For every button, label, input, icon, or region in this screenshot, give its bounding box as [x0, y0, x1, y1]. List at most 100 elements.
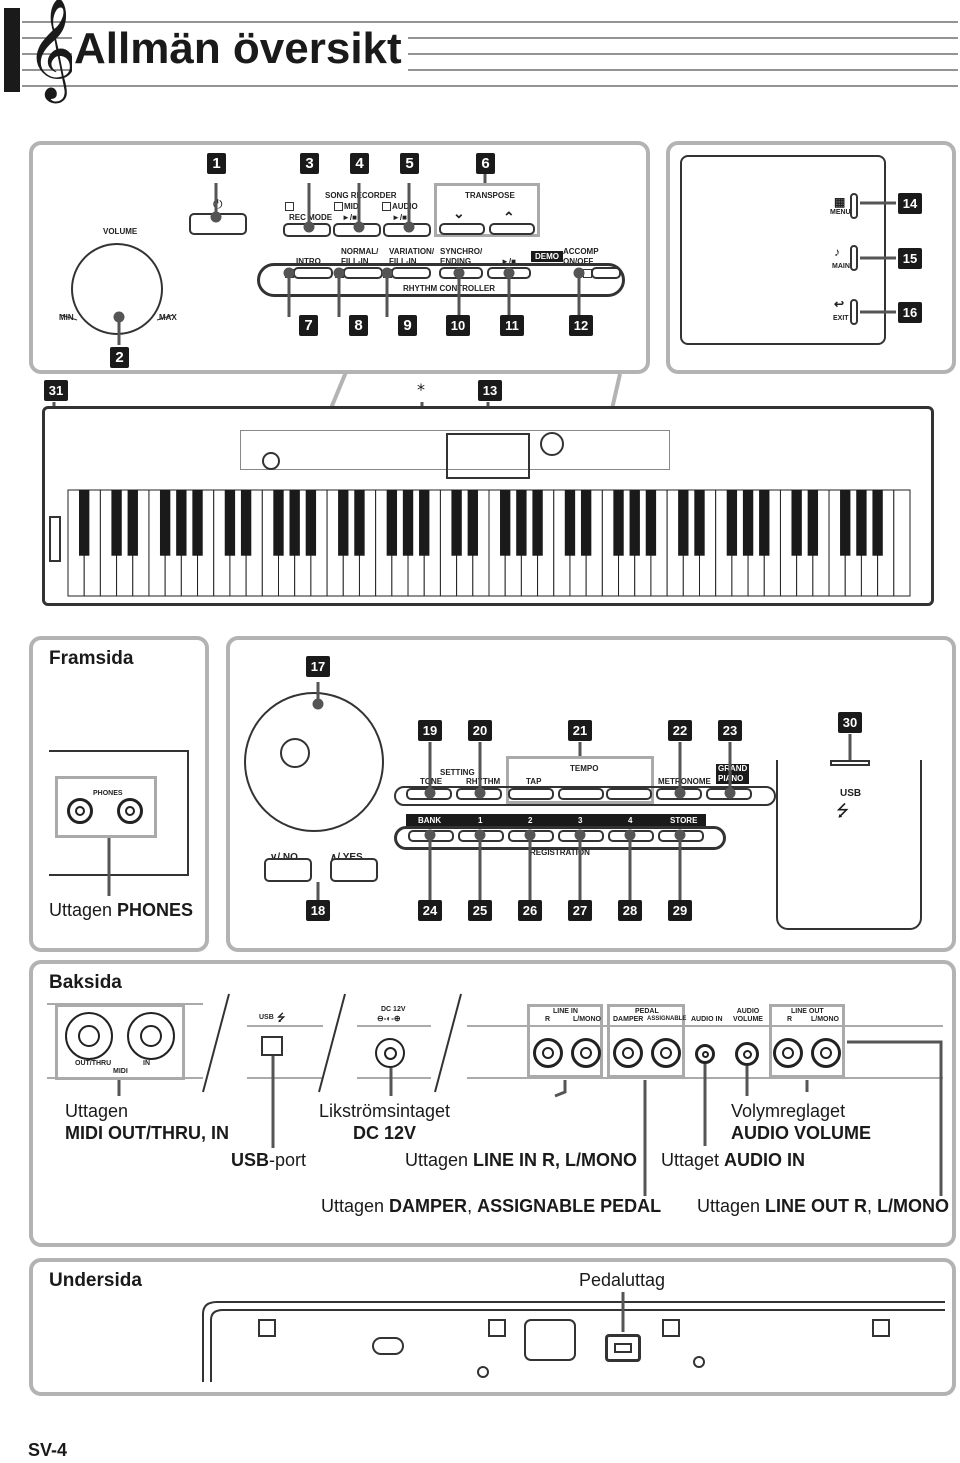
piano-display: [446, 433, 530, 479]
black-key[interactable]: [111, 490, 122, 556]
callout-5: 5: [400, 153, 419, 174]
black-key[interactable]: [613, 490, 624, 556]
piano-dial: [540, 432, 564, 456]
usb-caption: USB-port: [231, 1150, 307, 1170]
midi-in-label: IN: [143, 1060, 150, 1067]
assignable-jack[interactable]: [651, 1038, 681, 1068]
black-key[interactable]: [791, 490, 802, 556]
dial-knob[interactable]: [244, 692, 384, 832]
black-key[interactable]: [273, 490, 284, 556]
white-key[interactable]: [893, 489, 911, 597]
black-key[interactable]: [127, 490, 138, 556]
black-key[interactable]: [402, 490, 414, 556]
black-key[interactable]: [289, 490, 300, 556]
usb-b-port[interactable]: [261, 1036, 283, 1056]
midi-out-thru-jack[interactable]: [65, 1012, 113, 1060]
usb-port-slot[interactable]: [830, 760, 870, 766]
top-callout-lines: [113, 171, 585, 345]
black-key[interactable]: [354, 490, 365, 556]
black-key[interactable]: [500, 490, 511, 556]
callout-2: 2: [110, 347, 129, 368]
black-key[interactable]: [759, 490, 770, 556]
phones-jack-2[interactable]: [117, 798, 143, 824]
black-key[interactable]: [645, 490, 657, 556]
pedal-connector[interactable]: [605, 1334, 641, 1362]
black-key[interactable]: [694, 490, 705, 556]
black-key[interactable]: [840, 490, 851, 556]
black-key[interactable]: [176, 490, 187, 556]
line-out-l-label: L/MONO: [811, 1016, 839, 1023]
black-key[interactable]: [224, 490, 236, 556]
transpose-up-button[interactable]: [489, 223, 535, 235]
tempo-down-button[interactable]: [558, 788, 604, 800]
registration-bar: [406, 814, 706, 828]
black-key[interactable]: [726, 490, 738, 556]
tap-button[interactable]: [508, 788, 554, 800]
black-key[interactable]: [240, 490, 252, 556]
damper-jack[interactable]: [613, 1038, 643, 1068]
black-key[interactable]: [532, 490, 543, 556]
front-panel-title: Framsida: [49, 648, 134, 669]
no-button[interactable]: [264, 858, 312, 882]
tempo-up-button[interactable]: [606, 788, 652, 800]
black-key[interactable]: [516, 490, 527, 556]
pedal-box: [607, 1004, 685, 1078]
line-in-r-jack[interactable]: [533, 1038, 563, 1068]
exit-button[interactable]: [850, 299, 858, 325]
black-key[interactable]: [856, 490, 867, 556]
black-key[interactable]: [467, 490, 478, 556]
callout-17: 17: [306, 656, 330, 677]
black-key[interactable]: [872, 490, 883, 556]
midi-label: MIDI: [113, 1068, 128, 1075]
midi-box: [55, 1004, 185, 1080]
transpose-down-label: ⌄: [453, 205, 465, 221]
audio-in-jack[interactable]: [695, 1044, 715, 1064]
transpose-box: [434, 183, 540, 237]
accomp-label: ACCOMP ON/OFF: [563, 247, 599, 266]
menu-button[interactable]: [850, 193, 858, 219]
main-button[interactable]: [850, 245, 858, 271]
black-key[interactable]: [451, 490, 462, 556]
callout-9: 9: [398, 315, 417, 336]
reg-2-label: 2: [528, 816, 533, 825]
black-key[interactable]: [742, 490, 754, 556]
black-key[interactable]: [580, 490, 592, 556]
pedal-connector-pins: [614, 1343, 632, 1353]
callout-11: 11: [500, 315, 524, 336]
callout-19: 19: [418, 720, 442, 741]
dc-jack[interactable]: [375, 1038, 405, 1068]
line-in-box: [527, 1004, 603, 1078]
black-key[interactable]: [338, 490, 349, 556]
black-key[interactable]: [629, 490, 640, 556]
yes-button[interactable]: [330, 858, 378, 882]
accomp-button[interactable]: [591, 267, 621, 279]
phones-jack-1[interactable]: [67, 798, 93, 824]
callout-14: 14: [898, 193, 922, 214]
line-in-l-jack[interactable]: [571, 1038, 601, 1068]
black-key[interactable]: [79, 490, 90, 556]
menu-icon: ▦: [834, 195, 846, 209]
pedal-caption: Uttagen DAMPER, ASSIGNABLE PEDAL: [321, 1196, 662, 1216]
black-key[interactable]: [305, 490, 317, 556]
audio-in-caption: Uttaget AUDIO IN: [661, 1150, 806, 1170]
transpose-down-button[interactable]: [439, 223, 485, 235]
callout-18: 18: [306, 900, 330, 921]
black-key[interactable]: [386, 490, 398, 556]
black-key[interactable]: [564, 490, 576, 556]
volume-knob[interactable]: [71, 243, 163, 335]
black-key[interactable]: [678, 490, 689, 556]
black-key[interactable]: [807, 490, 819, 556]
black-key[interactable]: [159, 490, 171, 556]
midi-in-jack[interactable]: [127, 1012, 175, 1060]
display-screen: [680, 155, 886, 345]
usb-device-body: [776, 760, 922, 930]
line-out-r-jack[interactable]: [773, 1038, 803, 1068]
line-out-l-jack[interactable]: [811, 1038, 841, 1068]
audio-volume-knob[interactable]: [735, 1042, 759, 1066]
phones-callout-line: [107, 838, 111, 896]
dc-polarity-icon: ⊖-◐-⊕: [377, 1014, 401, 1023]
black-key[interactable]: [419, 490, 430, 556]
black-key[interactable]: [192, 490, 203, 556]
pedal-jack-caption: Pedaluttag: [579, 1270, 666, 1290]
volume-min-label: MIN: [59, 313, 74, 322]
